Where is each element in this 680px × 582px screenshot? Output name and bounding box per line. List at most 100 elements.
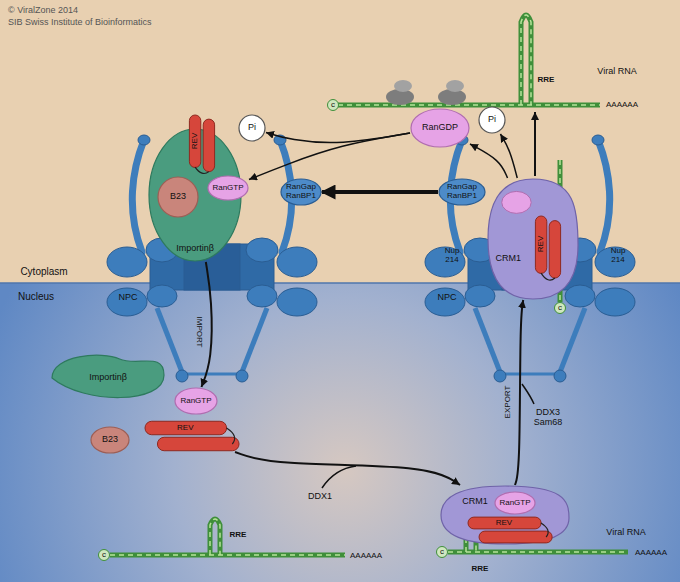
flow-arrow <box>266 132 410 142</box>
annotation-label: SIB Swiss Institute of Bioinformatics <box>8 18 152 28</box>
annotation-label: Nup 214 <box>607 247 629 265</box>
helix <box>203 119 214 171</box>
node-label: RanGTP <box>180 397 211 406</box>
helix <box>145 421 227 434</box>
cap-circle <box>328 100 339 111</box>
rev-protein: REV <box>467 516 553 544</box>
flow-arrow <box>515 300 523 485</box>
shape-fill <box>281 179 321 205</box>
helix <box>189 115 200 167</box>
shape-fill <box>439 179 485 205</box>
edge-label: EXPORT <box>504 386 513 419</box>
rna-bottom-left <box>99 519 346 561</box>
annotation-label: Viral RNA <box>606 528 645 538</box>
ran-gap: RanGap RanBP1 <box>280 178 322 206</box>
annotation-label: Nup 214 <box>441 247 463 265</box>
helix <box>479 531 552 543</box>
rna-top <box>328 15 601 111</box>
ran-gtp-shape <box>502 191 531 213</box>
node-label: RanGap RanBP1 <box>284 183 318 201</box>
annotation-label: c <box>102 551 106 560</box>
annotation-label: c <box>440 548 444 557</box>
phosphate: Pi <box>478 106 506 134</box>
node-label: CRM1 <box>462 497 488 507</box>
rna-strand <box>338 15 600 105</box>
shape-fill <box>495 492 535 514</box>
node-label: Pi <box>248 123 256 133</box>
shape-fill <box>488 179 578 299</box>
shape-fill <box>91 427 129 453</box>
annotation-label: AAAAAA <box>350 552 382 561</box>
flow-arrow <box>249 133 410 179</box>
importin-beta: Importinβ <box>50 350 166 406</box>
helix <box>549 221 560 278</box>
node-label: Importinβ <box>176 244 214 254</box>
rna-strand-highlight <box>110 519 345 555</box>
annotation-label: NPC <box>118 293 137 303</box>
node-label: RanGap RanBP1 <box>445 183 479 201</box>
ran-gdp: RanGDP <box>410 108 470 148</box>
annotation-label: RRE <box>472 565 489 574</box>
ribosome-small <box>446 80 464 92</box>
annotation-label: DDX3 Sam68 <box>531 408 565 428</box>
annotation-label: RRE <box>538 76 555 85</box>
annotation-label: AAAAAA <box>606 101 638 110</box>
ran-gap: RanGap RanBP1 <box>438 178 486 206</box>
shape-fill <box>175 388 217 414</box>
rev-protein: REV <box>144 420 240 452</box>
shape-fill <box>411 109 469 147</box>
edge-label: IMPORT <box>195 317 204 348</box>
helix <box>157 437 239 450</box>
node-label: REV <box>496 519 512 528</box>
helix-loop <box>227 428 235 444</box>
shape-fill <box>239 115 265 141</box>
cap-circle <box>437 547 448 558</box>
annotation-label: RRE <box>230 531 247 540</box>
node-label: B23 <box>102 435 118 445</box>
rev-protein: REV <box>533 215 563 285</box>
b23-protein: B23 <box>90 426 130 454</box>
ran-gtp: RanGTP <box>494 491 536 515</box>
helix <box>535 216 546 273</box>
rna-strand-highlight <box>338 15 600 105</box>
node-label: CRM1 <box>495 254 521 264</box>
annotation-label: NPC <box>437 293 456 303</box>
annotation-label: © ViralZone 2014 <box>8 6 78 16</box>
phosphate: Pi <box>238 114 266 142</box>
b23-protein: B23 <box>157 176 199 218</box>
rna-strand <box>110 519 345 555</box>
shape-fill <box>208 176 248 200</box>
ddx1-leader <box>322 466 356 488</box>
node-label: Pi <box>488 115 496 125</box>
shape-fill <box>441 486 569 544</box>
node-label: RanGTP <box>212 184 243 193</box>
cap-circle <box>99 550 110 561</box>
flow-arrow <box>500 134 517 178</box>
helix-loop <box>195 167 209 173</box>
ddx3-leader <box>522 384 534 404</box>
crm1-complex-outline <box>487 178 579 300</box>
crm1-complex: CRM1 REV <box>487 178 579 300</box>
ribosome <box>386 80 466 105</box>
annotation-label: Viral RNA <box>597 67 636 77</box>
shape-fill <box>52 355 164 397</box>
flow-arrow <box>235 452 460 485</box>
annotation-label: AAAAAA <box>635 549 667 558</box>
rev-protein: REV <box>187 114 217 178</box>
node-label: REV <box>191 133 200 149</box>
node-label: REV <box>537 236 546 252</box>
annotation-label: Nucleus <box>18 291 54 302</box>
annotation-label: Cytoplasm <box>20 266 67 277</box>
helix-loop <box>541 523 548 537</box>
helix-loop <box>541 273 555 280</box>
npc-right <box>425 135 635 382</box>
ran-gtp: RanGTP <box>174 387 218 415</box>
importin-beta: Importinβ B23 RanGTP REV <box>148 128 242 262</box>
ribosome-small <box>394 80 412 92</box>
node-label: Importinβ <box>89 373 127 383</box>
node-label: B23 <box>170 192 186 202</box>
annotation-label: c <box>331 101 335 110</box>
flow-arrow <box>322 190 438 194</box>
